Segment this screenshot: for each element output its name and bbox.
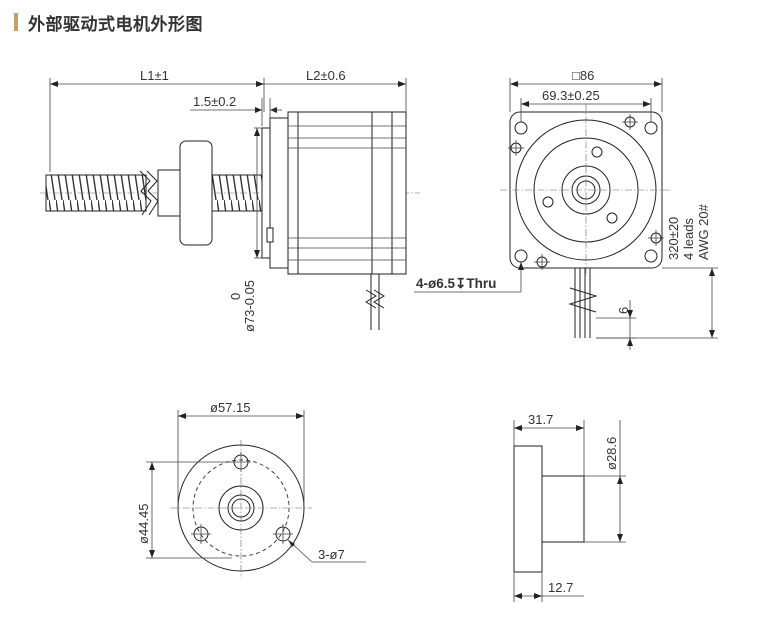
lead-gauge-label: AWG 20#	[696, 203, 711, 260]
flange-small-hole	[606, 212, 618, 224]
dimension-hole-spacing: 69.3±0.25	[520, 88, 652, 122]
dim-nut-holes-label: 3-ø7	[318, 547, 345, 562]
screw-nut	[157, 140, 213, 246]
dimension-lead-length: 320±20 4 leads AWG 20#	[596, 203, 718, 339]
page-title: 外部驱动式电机外形图	[28, 14, 203, 35]
dimension-nut-outer: ø57.15	[177, 400, 305, 505]
lead-length-label: 320±20	[666, 217, 681, 260]
dim-nut-outer-label: ø57.15	[210, 400, 250, 415]
dimension-flange-thickness: 12.7	[513, 572, 584, 602]
dim-lead-offset-label: 6	[616, 307, 631, 314]
dim-pilot-label: ø73-0.05	[242, 280, 257, 332]
dimension-lead-offset: 6	[596, 300, 636, 350]
dimension-bolt-circle: ø44.45	[136, 461, 232, 559]
dim-nut-length-label: 31.7	[528, 412, 553, 427]
mount-hole-callout: 4-ø6.5↧Thru	[414, 262, 524, 293]
nut-hole-callout: 3-ø7	[287, 539, 366, 563]
front-view: L1±1 L2±0.6 1.5±0.2 0 ø73-0.05	[40, 68, 420, 332]
flange-small-hole	[591, 146, 603, 158]
dim-pilot-tol: 0	[228, 293, 243, 300]
nut-side-body	[541, 475, 585, 543]
dim-l2-label: L2±0.6	[306, 68, 346, 83]
lead-screw	[40, 170, 420, 216]
nut-side-flange	[513, 445, 543, 573]
dimension-flange: 1.5±0.2	[190, 94, 282, 126]
dim-square-label: □86	[572, 68, 594, 83]
dim-nut-body-label: ø28.6	[604, 437, 619, 470]
side-view: □86 69.3±0.25 4-ø6.5↧Thru 6	[414, 68, 718, 350]
dimension-nut-length: 31.7	[513, 412, 585, 476]
lead-wires	[365, 274, 385, 330]
dimension-nut-body: ø28.6	[584, 420, 626, 543]
nut-bolt-holes	[191, 452, 293, 544]
dim-l1-label: L1±1	[140, 68, 169, 83]
dim-bolt-circle-label: ø44.45	[136, 504, 151, 544]
dimension-l1: L1±1	[49, 68, 265, 172]
section-header: 外部驱动式电机外形图	[14, 10, 203, 35]
flange-small-hole	[542, 196, 554, 208]
dimension-pilot: 0 ø73-0.05	[228, 127, 262, 332]
dimension-l2: L2±0.6	[264, 68, 407, 112]
motor-body	[261, 111, 407, 275]
dim-flange-label: 1.5±0.2	[193, 94, 236, 109]
dim-hole-spacing-label: 69.3±0.25	[542, 88, 600, 103]
dim-flange-thickness-label: 12.7	[548, 580, 573, 595]
mounting-holes	[508, 114, 664, 270]
nut-side-view: 31.7 12.7 ø28.6	[513, 412, 626, 602]
header-accent-bar	[14, 13, 18, 31]
dim-mount-holes-label: 4-ø6.5↧Thru	[416, 276, 496, 291]
lead-count-label: 4 leads	[681, 218, 696, 260]
nut-face-view: ø57.15 ø44.45 3-ø7	[136, 400, 366, 578]
dimension-square: □86	[509, 68, 663, 112]
side-lead-wires	[568, 268, 598, 338]
